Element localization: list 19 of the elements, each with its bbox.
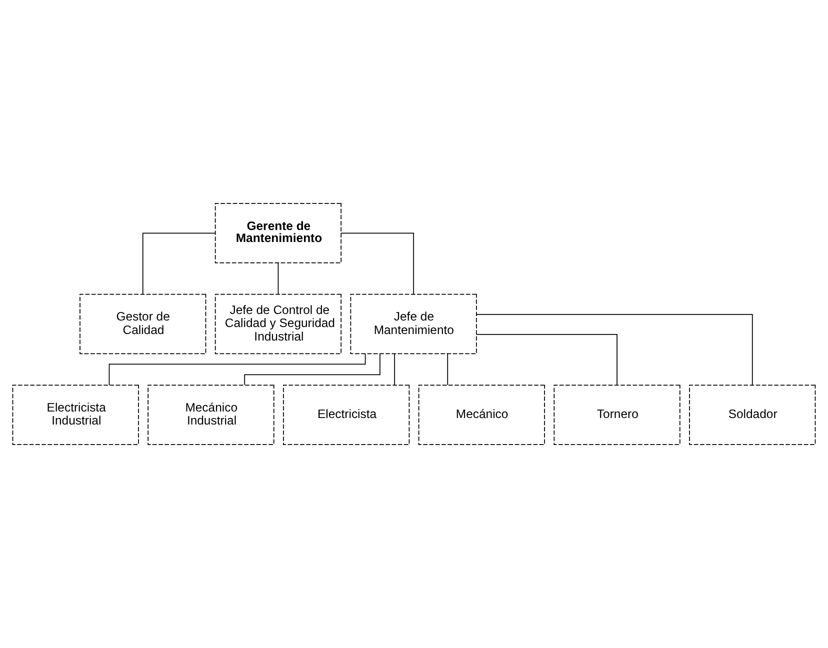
connector: [394, 353, 395, 386]
connector: [244, 353, 380, 386]
node-box: Mecánico Industrial: [148, 384, 274, 445]
connector: [108, 354, 366, 386]
node-box: Tornero: [554, 384, 680, 445]
node-box: Mecánico: [418, 384, 545, 445]
connector: [447, 353, 448, 386]
node-box: Jefe de Control de Calidad y Seguridad Industrial: [214, 294, 342, 354]
node-box: Gestor de Calidad: [80, 294, 206, 354]
connector: [142, 232, 216, 295]
node-box: Electricista: [283, 384, 410, 445]
node-box: Gerente de Mantenimiento: [214, 203, 342, 264]
connector: [476, 334, 618, 386]
connector: [476, 314, 753, 386]
node-box: Jefe de Mantenimiento: [350, 294, 477, 354]
node-box: Electricista Industrial: [12, 384, 139, 445]
connector: [340, 232, 414, 295]
node-box: Soldador: [689, 384, 816, 445]
connector: [278, 262, 279, 295]
